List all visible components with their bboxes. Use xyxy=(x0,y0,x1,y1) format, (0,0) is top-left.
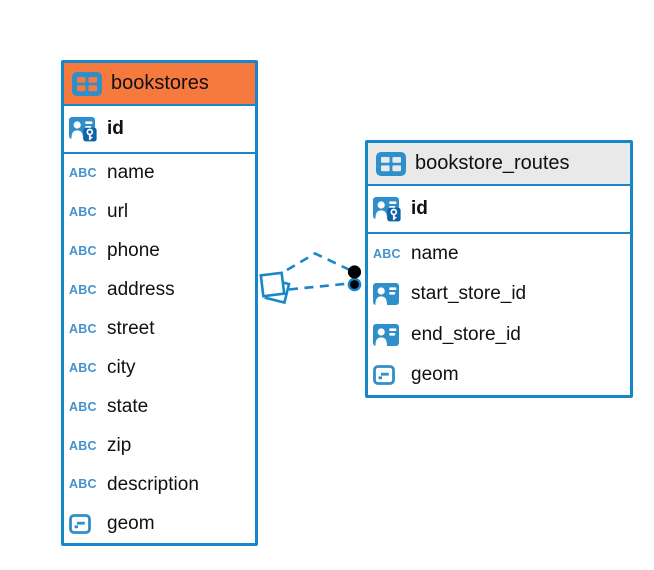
foreign-key-icon xyxy=(373,283,403,305)
column-row-url[interactable]: ABC url xyxy=(64,193,255,232)
relation-source-marker-back xyxy=(264,277,291,305)
column-row-phone[interactable]: ABC phone xyxy=(64,232,255,271)
column-row-end-store-id[interactable]: end_store_id xyxy=(368,315,630,355)
relation-line-lower[interactable] xyxy=(288,282,350,291)
column-label: url xyxy=(107,201,129,223)
text-type-icon: ABC xyxy=(69,360,97,375)
column-label: city xyxy=(107,356,136,378)
table-icon xyxy=(376,152,406,176)
column-list: ABC name start_store_id end_store_id geo… xyxy=(368,234,630,395)
table-title-bookstores: bookstores xyxy=(111,72,209,94)
column-row-name[interactable]: ABC name xyxy=(368,234,630,274)
relation-source-marker-front xyxy=(259,271,286,298)
text-type-icon: ABC xyxy=(69,244,97,259)
column-label: name xyxy=(107,162,155,184)
column-list: ABC name ABC url ABC phone ABC address A… xyxy=(64,154,255,543)
text-type-icon: ABC xyxy=(373,246,401,261)
geometry-type-icon xyxy=(69,514,99,534)
column-label: geom xyxy=(411,363,459,385)
column-label: description xyxy=(107,473,199,495)
column-row-geom[interactable]: geom xyxy=(64,504,255,543)
column-label: state xyxy=(107,395,149,417)
column-label: zip xyxy=(107,434,132,456)
column-row-zip[interactable]: ABC zip xyxy=(64,426,255,465)
column-label: address xyxy=(107,279,175,301)
text-type-icon: ABC xyxy=(69,399,97,414)
column-row-id[interactable]: id xyxy=(368,186,630,234)
relation-target-dot-upper xyxy=(347,265,362,279)
geometry-type-icon xyxy=(373,365,403,385)
column-row-description[interactable]: ABC description xyxy=(64,465,255,504)
column-label: phone xyxy=(107,240,160,262)
text-type-icon: ABC xyxy=(69,282,97,297)
table-title-bookstore-routes: bookstore_routes xyxy=(415,152,570,174)
column-row-name[interactable]: ABC name xyxy=(64,154,255,193)
text-type-icon: ABC xyxy=(69,438,97,453)
column-row-geom[interactable]: geom xyxy=(368,355,630,395)
column-row-start-store-id[interactable]: start_store_id xyxy=(368,274,630,314)
column-label: id xyxy=(411,198,428,219)
column-label: end_store_id xyxy=(411,323,521,345)
text-type-icon: ABC xyxy=(69,321,97,336)
primary-key-icon xyxy=(69,117,99,142)
column-label: geom xyxy=(107,512,155,534)
column-label: start_store_id xyxy=(411,283,527,305)
table-bookstores[interactable]: bookstores id ABC name ABC url ABC phone… xyxy=(61,60,258,546)
column-row-id[interactable]: id xyxy=(64,106,255,154)
table-bookstore-routes[interactable]: bookstore_routes id ABC name start_store… xyxy=(365,140,633,398)
column-label: name xyxy=(411,243,459,265)
column-row-city[interactable]: ABC city xyxy=(64,349,255,388)
text-type-icon: ABC xyxy=(69,166,97,181)
relation-line-upper[interactable] xyxy=(286,252,353,273)
table-icon xyxy=(72,72,102,96)
text-type-icon: ABC xyxy=(69,205,97,220)
relation-target-dot-lower xyxy=(347,277,362,292)
text-type-icon: ABC xyxy=(69,477,97,492)
table-header-bookstores[interactable]: bookstores xyxy=(64,63,255,106)
column-label: street xyxy=(107,318,155,340)
column-row-state[interactable]: ABC state xyxy=(64,387,255,426)
column-row-address[interactable]: ABC address xyxy=(64,271,255,310)
table-header-bookstore-routes[interactable]: bookstore_routes xyxy=(368,143,630,186)
column-row-street[interactable]: ABC street xyxy=(64,310,255,349)
foreign-key-icon xyxy=(373,324,403,346)
primary-key-icon xyxy=(373,197,403,222)
column-label: id xyxy=(107,118,124,139)
